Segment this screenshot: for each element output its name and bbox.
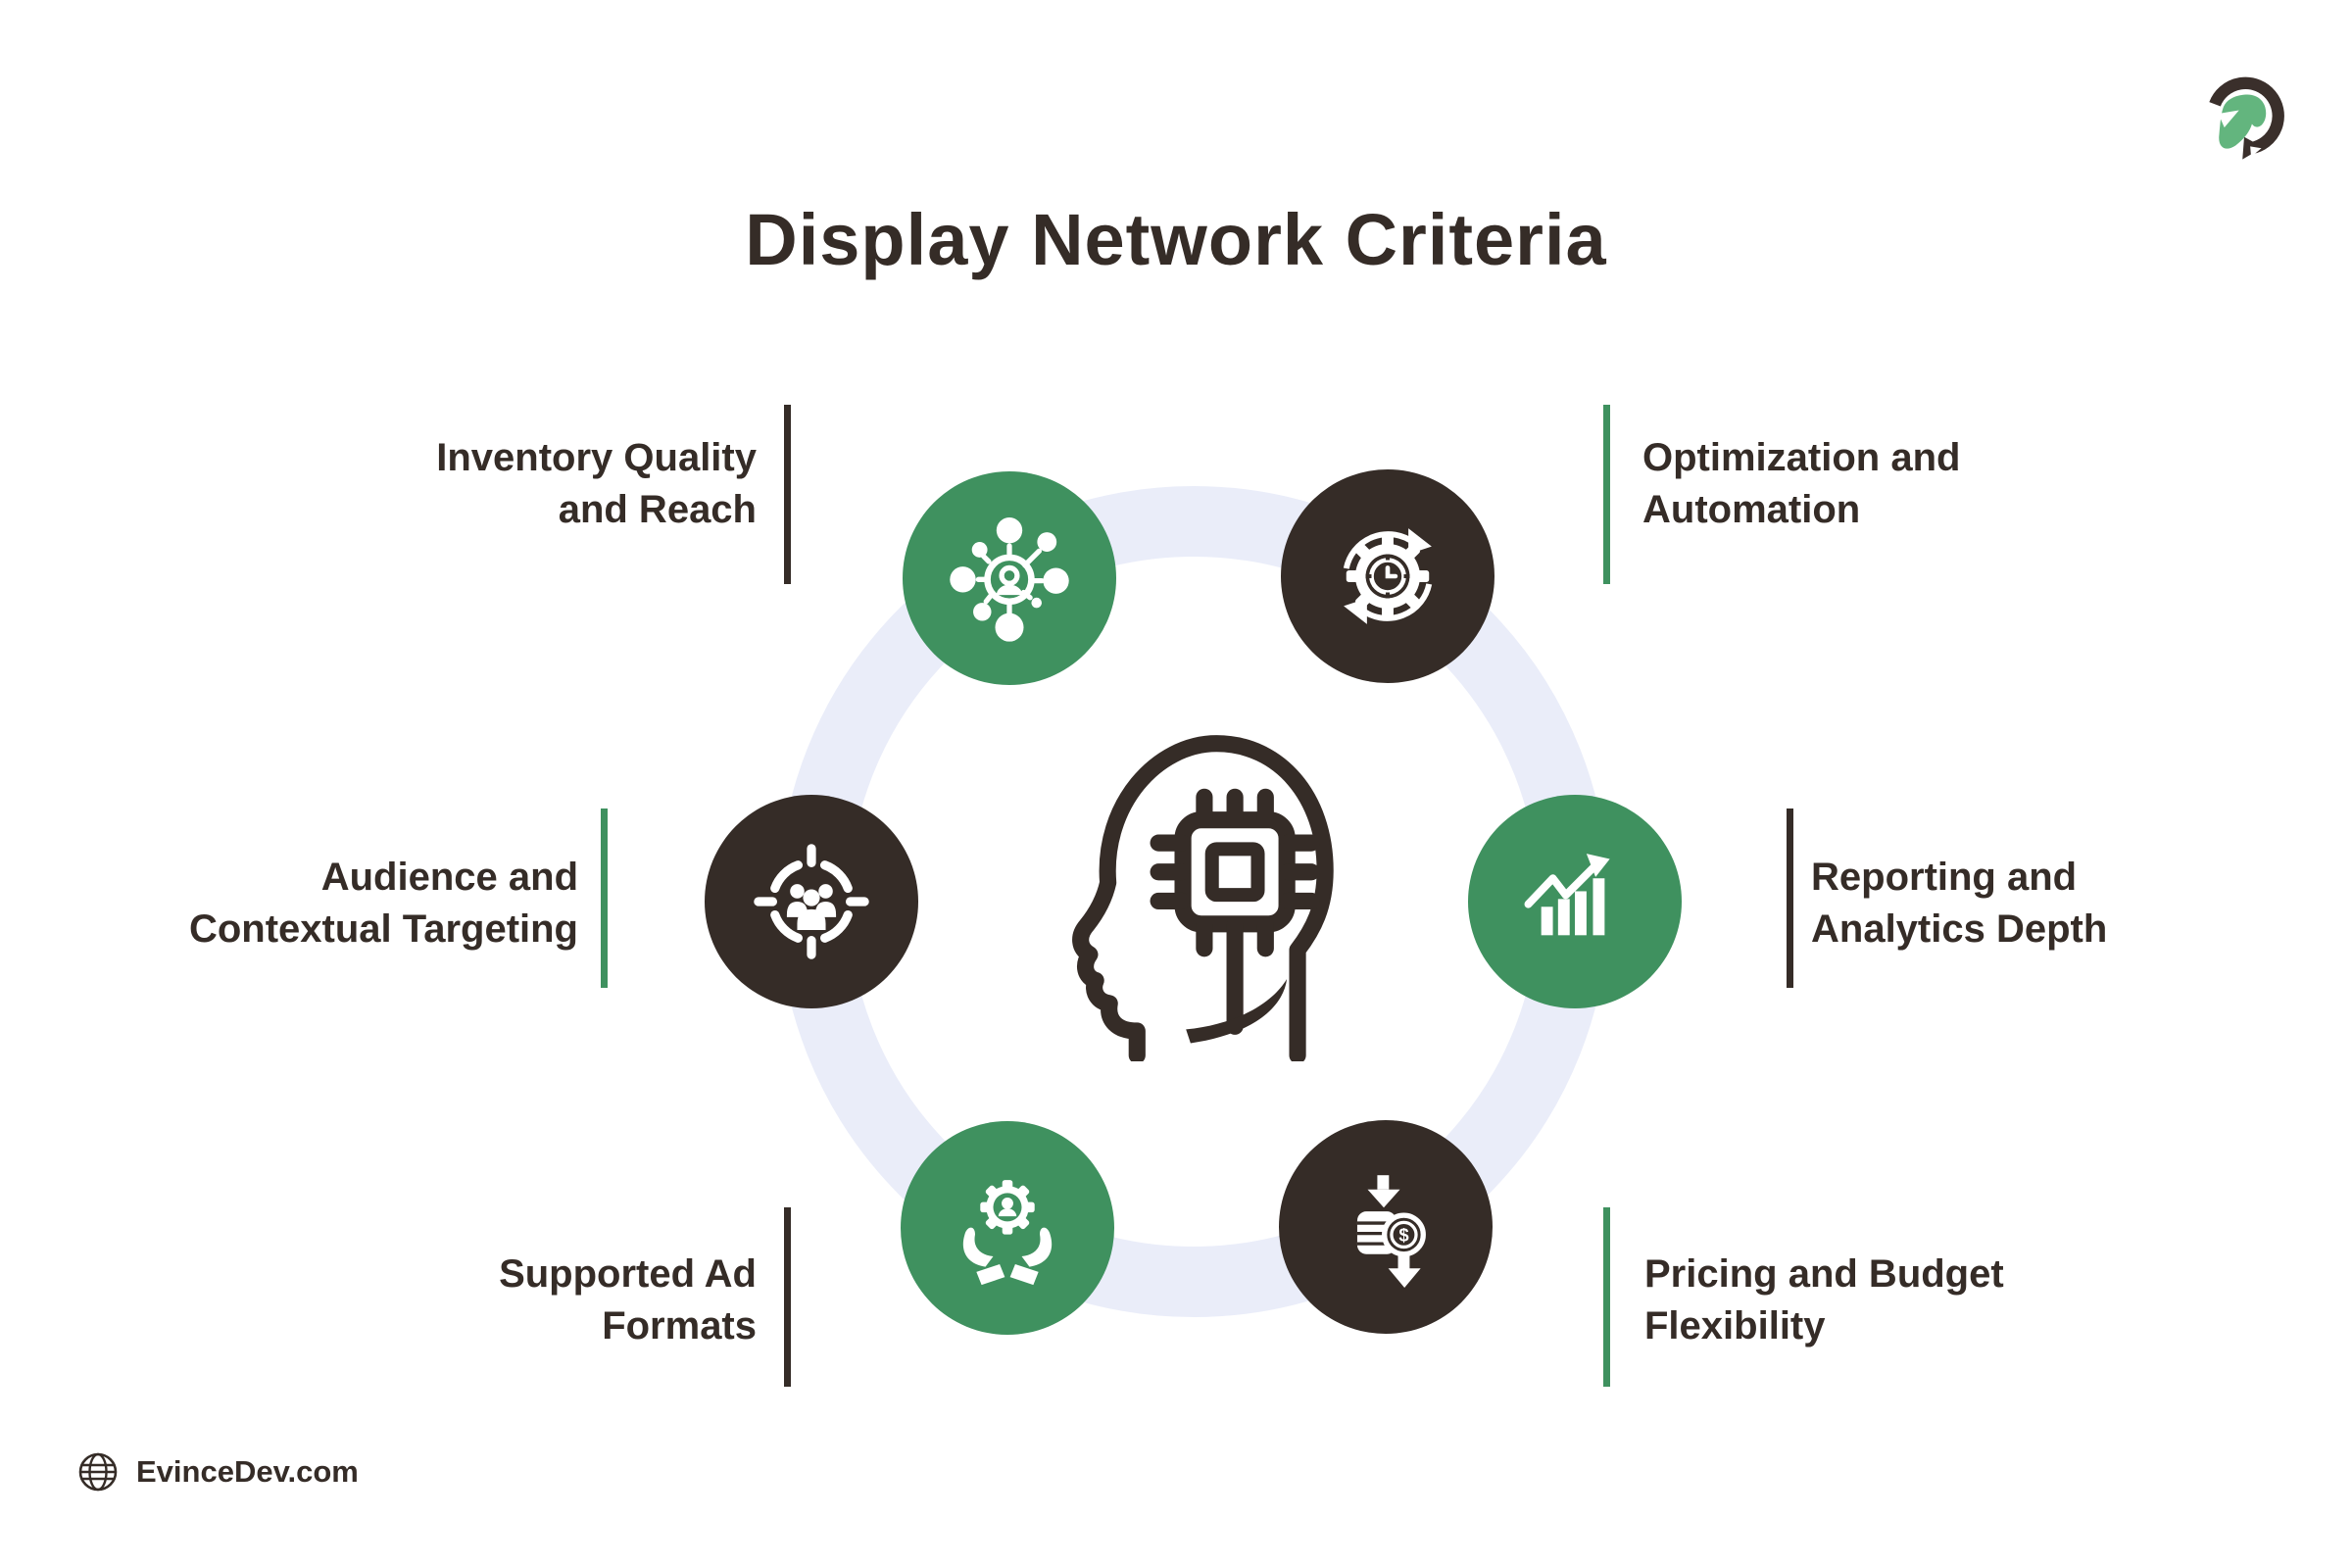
audience-target-icon — [754, 844, 869, 959]
label-reporting-and-analytics-depth: Reporting and Analytics Depth — [1811, 852, 2107, 956]
ai-head-chip-icon — [1041, 725, 1347, 1066]
label-line: Pricing and Budget — [1644, 1252, 2004, 1296]
label-pricing-and-budget-flexibility: Pricing and Budget Flexibility — [1644, 1249, 2004, 1352]
coins-cost-down-icon: $ — [1356, 1175, 1426, 1289]
label-line: Inventory Quality — [436, 436, 757, 479]
divider-supported-ad-formats — [784, 1207, 791, 1387]
circle-inventory-quality — [903, 471, 1116, 685]
hands-holding-gear-icon — [962, 1180, 1053, 1286]
divider-pricing-budget — [1603, 1207, 1610, 1387]
label-line: Reporting and — [1811, 856, 2078, 899]
label-line: Contextual Targeting — [188, 907, 578, 951]
head-profile-chip-icon — [1072, 735, 1334, 1064]
label-optimization-and-automation: Optimization and Automation — [1642, 432, 1960, 536]
label-line: Automation — [1642, 488, 1861, 531]
evincedev-spartan-helmet-logo — [2201, 71, 2287, 161]
dollar-symbol: $ — [1398, 1225, 1409, 1246]
circle-optimization — [1281, 469, 1494, 683]
label-line: Formats — [602, 1304, 757, 1348]
globe-icon — [78, 1452, 118, 1492]
spartan-helmet-icon — [2209, 76, 2284, 160]
circle-supported-ad-formats — [901, 1121, 1114, 1335]
footer-site-label: EvinceDev.com — [136, 1454, 359, 1489]
connected-users-network-icon — [950, 516, 1069, 642]
circle-pricing-budget: $ — [1279, 1120, 1493, 1334]
divider-inventory-quality — [784, 405, 791, 584]
label-audience-and-contextual-targeting: Audience and Contextual Targeting — [189, 852, 578, 956]
growth-bar-chart-icon — [1524, 854, 1610, 936]
footer: EvinceDev.com — [76, 1450, 359, 1494]
circle-audience-targeting — [705, 795, 918, 1008]
divider-optimization — [1603, 405, 1610, 584]
label-line: Audience and — [320, 856, 578, 899]
label-inventory-quality-and-reach: Inventory Quality and Reach — [436, 432, 757, 536]
label-line: Analytics Depth — [1811, 907, 2108, 951]
label-line: and Reach — [558, 488, 757, 531]
circle-reporting-analytics — [1468, 795, 1682, 1008]
label-line: Optimization and — [1642, 436, 1961, 479]
divider-audience-targeting — [601, 808, 608, 988]
label-supported-ad-formats: Supported Ad Formats — [499, 1249, 757, 1352]
divider-reporting-analytics — [1787, 808, 1793, 988]
label-line: Supported Ad — [499, 1252, 757, 1296]
page-title: Display Network Criteria — [745, 198, 1607, 280]
label-line: Flexibility — [1644, 1304, 1826, 1348]
gear-clock-sync-icon — [1343, 528, 1433, 624]
